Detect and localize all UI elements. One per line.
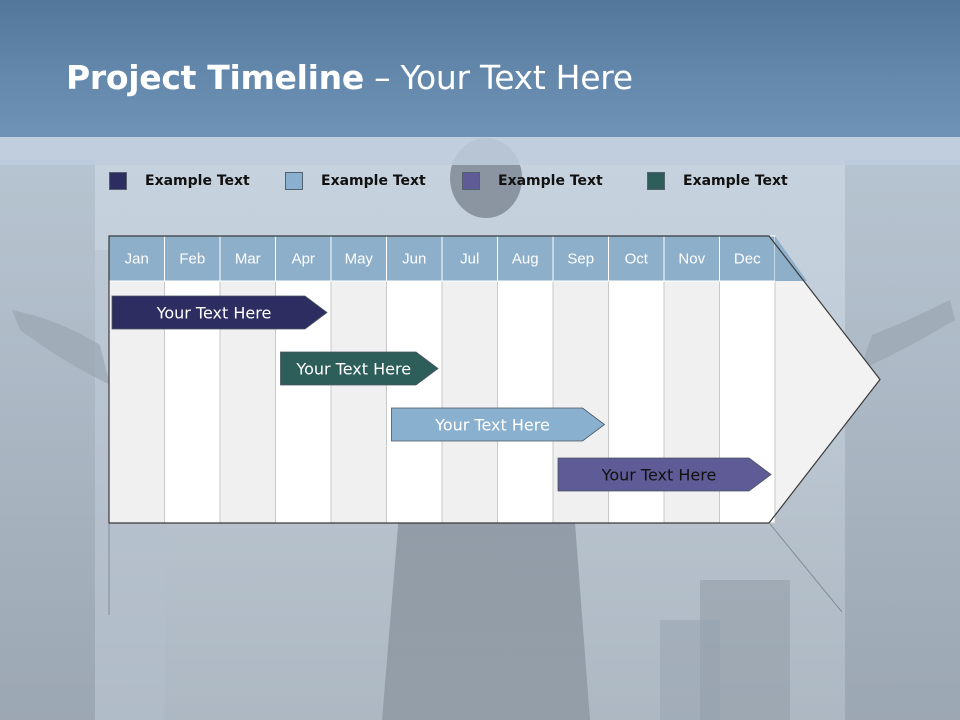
- title-rest: – Your Text Here: [363, 58, 633, 97]
- month-label: Aug: [512, 251, 539, 268]
- month-header-cell: [663, 235, 720, 282]
- legend-label: Example Text: [683, 173, 788, 189]
- slide-title: Project Timeline – Your Text Here: [66, 58, 633, 97]
- task-bar: [111, 295, 328, 330]
- month-label: Dec: [734, 251, 761, 268]
- header-band: [0, 0, 960, 137]
- month-label: Mar: [235, 251, 261, 268]
- task-bar: [557, 457, 772, 492]
- task-label: Your Text Here: [295, 360, 411, 379]
- month-header-cell: [275, 235, 332, 282]
- building-right: [845, 160, 960, 720]
- month-label: May: [345, 251, 374, 268]
- month-label: Jul: [460, 251, 479, 268]
- month-column: [386, 280, 443, 524]
- month-header-cell: [164, 235, 221, 282]
- month-label: Feb: [179, 251, 205, 268]
- legend-swatch: [647, 172, 665, 190]
- header-strip: [0, 137, 960, 165]
- month-header-cell: [219, 235, 276, 282]
- legend-label: Example Text: [321, 173, 426, 189]
- legend-swatch: [109, 172, 127, 190]
- legend-item: Example Text: [647, 170, 788, 192]
- task-bar: [391, 407, 606, 442]
- month-header-cell: [608, 235, 665, 282]
- month-label: Jun: [402, 251, 426, 268]
- month-column: [330, 280, 387, 524]
- reflection-line-right: [769, 523, 843, 613]
- month-label: Oct: [625, 251, 649, 268]
- month-header-cell: [330, 235, 387, 282]
- legend-label: Example Text: [145, 173, 250, 189]
- month-label: Sep: [567, 251, 594, 268]
- building-left: [0, 160, 95, 720]
- legend-item: Example Text: [285, 170, 426, 192]
- task-label: Your Text Here: [156, 304, 272, 323]
- timeline-arrow-header: [775, 236, 807, 281]
- building-right-3: [660, 620, 720, 720]
- legend-swatch: [462, 172, 480, 190]
- month-label: Nov: [678, 251, 705, 268]
- person-arm-left: [12, 310, 110, 385]
- task-label: Your Text Here: [434, 416, 550, 435]
- legend: Example Text Example Text Example Text E…: [0, 170, 960, 194]
- month-column: [441, 280, 498, 524]
- month-column: [497, 280, 554, 524]
- month-header-cell: [386, 235, 443, 282]
- month-header-cell: [108, 235, 165, 282]
- legend-item: Example Text: [109, 170, 250, 192]
- legend-swatch: [285, 172, 303, 190]
- task-bar: [280, 351, 439, 386]
- month-label: Jan: [125, 251, 149, 268]
- legend-item: Example Text: [462, 170, 603, 192]
- task-label: Your Text Here: [601, 466, 717, 485]
- legend-label: Example Text: [498, 173, 603, 189]
- timeline-arrow-outline: [108, 235, 881, 524]
- month-header-cell: [552, 235, 609, 282]
- title-bold: Project Timeline: [66, 58, 364, 97]
- month-label: Apr: [292, 251, 315, 268]
- person-arm-right: [860, 300, 955, 370]
